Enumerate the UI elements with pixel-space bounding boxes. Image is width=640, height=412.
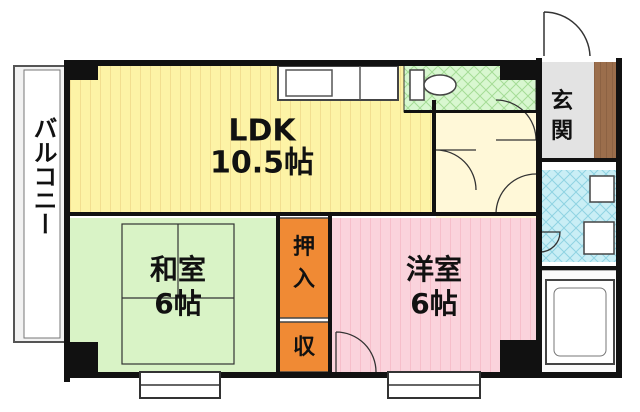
entrance-label-1: 玄: [551, 88, 573, 114]
walls: [64, 58, 622, 382]
kitchen-sink: [285, 69, 333, 97]
entrance-floor: [536, 62, 594, 158]
washitsu-name: 和室: [150, 253, 206, 286]
door-swings: [335, 99, 561, 373]
washitsu-floor: [66, 218, 278, 372]
balcony: バルコニー: [13, 65, 67, 343]
svg-text:入: 入: [293, 267, 315, 292]
entrance-label-2: 関: [551, 119, 573, 144]
youshitsu-size: 6帖: [410, 287, 457, 320]
room-washitsu: 和室 6帖: [66, 218, 278, 372]
hallway: [436, 112, 536, 214]
shoe-box: [594, 62, 620, 158]
door-arc-ldk: [435, 149, 477, 191]
shuno-name: 収: [293, 335, 316, 360]
wash-basin: [589, 175, 615, 203]
door-arc-toilet: [495, 173, 537, 215]
washitsu-size: 6帖: [154, 287, 201, 320]
door-arc-youshitsu: [335, 331, 377, 373]
room-ldk: LDK 10.5帖: [66, 62, 436, 214]
door-arc-wash: [539, 231, 561, 253]
windows: [139, 371, 481, 399]
entrance: 玄 関 玄関: [536, 11, 620, 158]
ldk-name: LDK: [228, 114, 297, 149]
balcony-label: バルコニー: [29, 116, 57, 236]
closet-oshiire: 押 入 押入: [277, 217, 331, 319]
youshitsu-name: 洋室: [406, 253, 462, 286]
toilet-tank: [409, 69, 425, 101]
closet-shuno: 収: [277, 321, 331, 373]
toilet-bowl: [423, 74, 457, 96]
svg-text:押: 押: [293, 234, 315, 260]
bathroom: [539, 269, 621, 375]
ldk-size: 10.5帖: [210, 146, 314, 181]
washing-machine: [583, 221, 615, 255]
entrance-door: [543, 11, 591, 57]
